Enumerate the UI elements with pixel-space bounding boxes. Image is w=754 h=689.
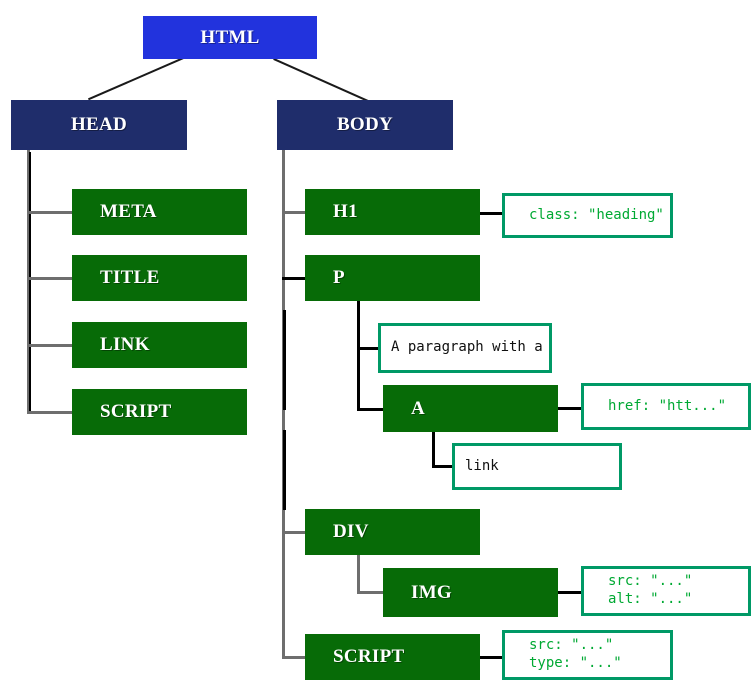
databox-a-attributes: href: "htt..." xyxy=(581,383,751,430)
edge-body-spine-overlay-2 xyxy=(283,430,286,510)
node-body[interactable]: BODY xyxy=(277,100,453,150)
edge-a-text-spine xyxy=(432,432,435,467)
edge-body-h1 xyxy=(282,211,307,214)
edge-h1-attrs xyxy=(480,212,504,215)
node-title[interactable]: TITLE xyxy=(72,255,247,301)
node-img[interactable]: IMG xyxy=(383,568,558,617)
node-head[interactable]: HEAD xyxy=(11,100,187,150)
node-div[interactable]: DIV xyxy=(305,509,480,555)
edge-script-attrs xyxy=(480,656,504,659)
edge-a-text xyxy=(432,465,454,468)
edge-a-attrs xyxy=(558,407,583,410)
node-html-label: HTML xyxy=(200,26,260,48)
databox-script-attributes: src: "..." type: "..." xyxy=(502,630,673,680)
databox-a-text: link xyxy=(452,443,622,490)
edge-head-link xyxy=(27,344,73,347)
node-a[interactable]: A xyxy=(383,385,558,432)
edge-head-spine xyxy=(27,150,30,414)
node-div-label: DIV xyxy=(333,521,369,542)
node-body-label: BODY xyxy=(336,114,394,135)
a-attr-href: href: "htt..." xyxy=(608,397,727,414)
edge-head-script xyxy=(27,411,73,414)
node-body-script[interactable]: SCRIPT xyxy=(305,634,480,680)
databox-p-text: A paragraph with a xyxy=(378,323,552,373)
edge-p-text xyxy=(357,347,381,350)
node-img-label: IMG xyxy=(411,581,453,603)
edge-div-img-spine xyxy=(357,555,360,593)
node-p[interactable]: P xyxy=(305,255,480,301)
node-head-script[interactable]: SCRIPT xyxy=(72,389,247,435)
node-meta-label: META xyxy=(100,201,157,222)
script-attr-type: type: "..." xyxy=(529,655,622,671)
img-attr-alt: alt: "..." xyxy=(608,591,693,607)
node-head-label: HEAD xyxy=(70,114,128,135)
databox-h1-attributes: class: "heading" xyxy=(502,193,673,238)
node-p-label: P xyxy=(333,267,345,288)
script-attr-src: src: "..." xyxy=(529,637,614,654)
p-text-content: A paragraph with a xyxy=(391,339,543,356)
h1-attr-class: class: "heading" xyxy=(529,206,664,223)
edge-img-attrs xyxy=(558,591,583,594)
edge-p-a xyxy=(357,408,385,411)
edge-body-script xyxy=(282,656,307,659)
edge-head-meta xyxy=(27,211,73,214)
edge-body-p xyxy=(282,277,307,280)
node-title-label: TITLE xyxy=(100,267,160,288)
node-h1[interactable]: H1 xyxy=(305,189,480,235)
node-a-label: A xyxy=(411,397,426,419)
node-meta[interactable]: META xyxy=(72,189,247,235)
a-text-content: link xyxy=(465,457,499,474)
node-html[interactable]: HTML xyxy=(143,16,317,59)
node-head-script-label: SCRIPT xyxy=(100,401,172,422)
node-link-label: LINK xyxy=(100,334,150,355)
node-link[interactable]: LINK xyxy=(72,322,247,368)
edge-body-spine-overlay-1 xyxy=(283,310,286,410)
edge-body-div xyxy=(282,531,307,534)
databox-img-attributes: src: "..." alt: "..." xyxy=(581,566,751,616)
edge-html-body xyxy=(273,58,371,103)
img-attr-src: src: "..." xyxy=(608,573,693,590)
edge-div-img xyxy=(357,591,385,594)
edge-p-spine xyxy=(357,300,360,410)
edge-head-title xyxy=(27,277,73,280)
edge-html-head xyxy=(87,56,186,101)
node-h1-label: H1 xyxy=(333,201,358,222)
node-body-script-label: SCRIPT xyxy=(333,646,405,667)
edge-head-spine-overlay xyxy=(29,152,31,412)
